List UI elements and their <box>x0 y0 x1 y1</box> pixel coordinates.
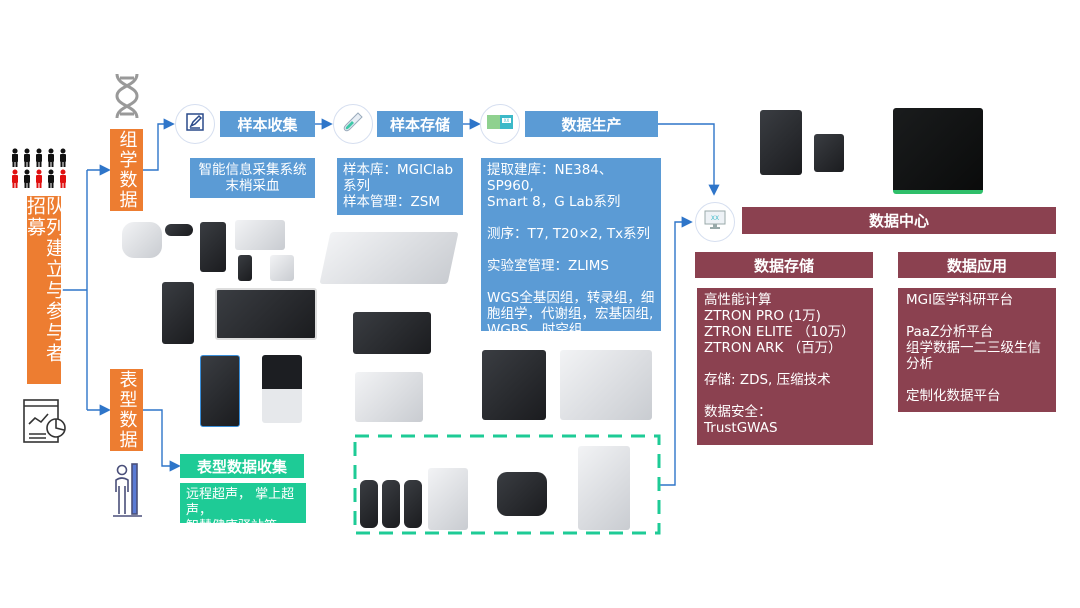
smartphone-image <box>200 222 226 272</box>
sequencer-t20-image <box>482 350 546 420</box>
ultrasound-probe-image-2 <box>382 480 400 528</box>
data-center-title: 数据中心 <box>742 207 1056 234</box>
monitor-dna-icon: XX <box>704 210 726 234</box>
card-reader-image <box>270 255 294 281</box>
ultrasound-probe-image-1 <box>360 480 378 528</box>
height-measure-icon <box>112 462 144 520</box>
instrument-tower-image <box>162 282 194 344</box>
biobank-system-image <box>319 232 459 284</box>
step-produce-desc: 提取建库：NE384、SP960, Smart 8，G Lab系列 测序：T7,… <box>481 158 661 338</box>
phenotype-devices-frame <box>353 434 661 535</box>
connector-omics-to-collect <box>143 118 175 171</box>
step-produce-icon-circle: XX <box>480 104 520 144</box>
datacenter-room-image <box>893 108 983 194</box>
blood-collector-image <box>122 222 162 258</box>
connector-recruit-trunk <box>62 170 88 410</box>
report-chart-icon <box>20 396 72 448</box>
svg-text:XX: XX <box>504 118 510 123</box>
automation-lab-image <box>560 350 652 420</box>
data-center-icon-circle: XX <box>695 202 735 242</box>
test-tube-icon <box>342 111 364 137</box>
step-store-icon-circle <box>333 104 373 144</box>
sequencer-icon: XX <box>487 113 513 135</box>
pen-edit-icon <box>185 112 205 136</box>
collection-tube-image <box>165 224 193 236</box>
handheld-ultrasound-image <box>497 472 547 516</box>
step-collect-desc: 智能信息采集系统 末梢采血 <box>190 158 315 198</box>
dna-icon <box>113 72 141 120</box>
data-application-desc: MGI医学科研平台 PaaZ分析平台 组学数据一二三级生信 分析 定制化数据平台 <box>898 288 1056 412</box>
remote-ultrasound-robot-image <box>428 468 468 530</box>
step-collect-title: 样本收集 <box>220 111 315 137</box>
storage-box-image <box>355 372 423 422</box>
instrument-wide-image <box>215 288 317 340</box>
connector-devices-to-center <box>660 216 693 486</box>
step-store-title: 样本存储 <box>377 111 463 137</box>
data-storage-title: 数据存储 <box>695 252 873 278</box>
step-store-desc: 样本库：MGIClab 系列 样本管理：ZSM <box>337 158 463 215</box>
people-group-icon <box>10 148 72 190</box>
server-tower-image <box>760 110 802 175</box>
instrument-kiosk-image <box>262 355 302 423</box>
health-station-image <box>578 446 630 530</box>
laptop-image <box>235 220 285 250</box>
instrument-tall-image <box>200 355 240 427</box>
ultrasound-probe-image-3 <box>404 480 422 528</box>
omics-data-label: 组学数据 <box>110 129 143 211</box>
server-small-image <box>814 134 844 172</box>
svg-text:XX: XX <box>711 215 719 222</box>
phenotype-data-label: 表型数据 <box>110 369 143 451</box>
barcode-scanner-image <box>238 255 252 281</box>
recruitment-label: 队列建立与参与者招募 <box>24 196 65 384</box>
step-produce-title: 数据生产 <box>525 111 658 137</box>
connector-phenotype-to-collect <box>143 409 181 472</box>
phenotype-collection-title: 表型数据收集 <box>180 454 304 478</box>
step-collect-icon-circle <box>175 104 215 144</box>
data-storage-desc: 高性能计算 ZTRON PRO (1万) ZTRON ELITE （10万） Z… <box>697 288 873 445</box>
storage-instrument-image <box>353 312 431 354</box>
data-application-title: 数据应用 <box>898 252 1056 278</box>
phenotype-collection-desc: 远程超声， 掌上超声， 智慧健康驿站等 <box>180 483 306 534</box>
connector-produce-to-center <box>658 123 720 196</box>
